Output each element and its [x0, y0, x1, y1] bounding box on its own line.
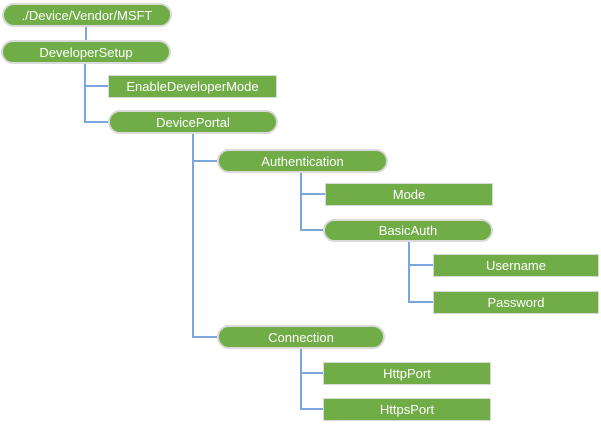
- connector-basic-auth-to-username: [408, 264, 433, 266]
- node-label-authentication: Authentication: [261, 153, 344, 169]
- connector-connection-to-https-port: [300, 408, 323, 410]
- node-label-connection: Connection: [268, 329, 334, 345]
- node-https-port: HttpsPort: [323, 398, 491, 421]
- connector-authentication-to-mode: [300, 193, 325, 195]
- connector-device-portal-to-connection: [192, 336, 217, 338]
- node-device-portal: DevicePortal: [108, 110, 278, 134]
- connector-connection-to-children-trunk: [300, 349, 302, 410]
- connector-authentication-to-basic-auth: [300, 229, 323, 231]
- node-label-basic-auth: BasicAuth: [378, 223, 438, 238]
- node-authentication: Authentication: [217, 149, 388, 173]
- node-root: ./Device/Vendor/MSFT: [2, 3, 172, 27]
- node-label-device-portal: DevicePortal: [156, 114, 230, 130]
- node-password: Password: [433, 291, 599, 314]
- connector-authentication-to-children-trunk: [300, 173, 302, 231]
- node-username: Username: [433, 254, 599, 277]
- node-label-password: Password: [487, 295, 545, 310]
- node-basic-auth: BasicAuth: [323, 219, 493, 242]
- node-label-developer-setup: DeveloperSetup: [39, 44, 133, 60]
- connector-basic-auth-to-password: [408, 301, 433, 303]
- connector-developer-setup-to-children-trunk: [84, 64, 86, 123]
- connector-device-portal-to-authentication: [192, 160, 217, 162]
- node-label-http-port: HttpPort: [383, 366, 431, 381]
- node-developer-setup: DeveloperSetup: [1, 40, 171, 64]
- connector-root-to-developer-setup: [85, 27, 87, 40]
- connector-connection-to-http-port: [300, 372, 323, 374]
- node-label-username: Username: [486, 258, 546, 273]
- node-label-enable-developer-mode: EnableDeveloperMode: [126, 79, 259, 94]
- node-connection: Connection: [217, 325, 385, 349]
- node-label-mode: Mode: [392, 187, 426, 202]
- node-http-port: HttpPort: [323, 362, 491, 385]
- connector-basic-auth-to-children-trunk: [408, 242, 410, 303]
- connector-developer-setup-to-device-portal: [84, 121, 108, 123]
- connector-device-portal-to-children-trunk: [192, 134, 194, 338]
- node-enable-developer-mode: EnableDeveloperMode: [108, 75, 277, 98]
- node-label-https-port: HttpsPort: [379, 402, 435, 417]
- node-label-root: ./Device/Vendor/MSFT: [21, 7, 153, 23]
- node-mode: Mode: [325, 183, 493, 206]
- connector-developer-setup-to-enable-developer-mode: [84, 85, 108, 87]
